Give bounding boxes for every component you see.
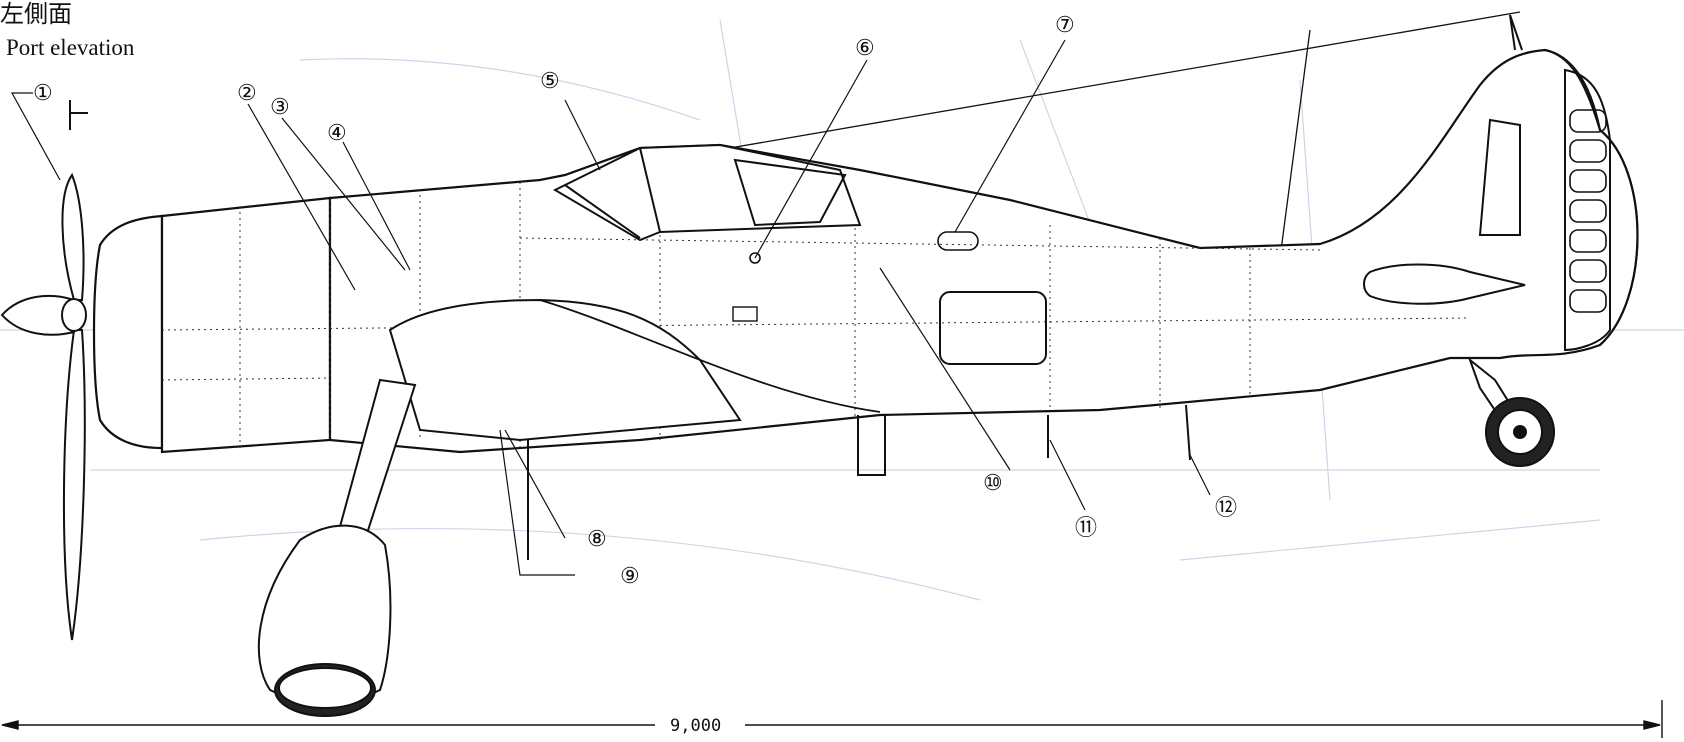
wing-root bbox=[388, 298, 742, 442]
callout-7: ⑦ bbox=[1055, 12, 1075, 37]
tail-wheel bbox=[1467, 357, 1555, 467]
callout-2: ② bbox=[237, 80, 257, 105]
engine-cowling bbox=[92, 196, 332, 454]
callout-11: ⑪ bbox=[1075, 515, 1097, 540]
callout-4: ④ bbox=[327, 120, 347, 145]
port-fitting bbox=[749, 252, 761, 264]
title-english: Port elevation bbox=[6, 35, 135, 60]
leader-lines bbox=[10, 39, 1211, 576]
propeller bbox=[0, 172, 87, 641]
callout-5: ⑤ bbox=[540, 68, 560, 93]
callout-10: ⑩ bbox=[983, 470, 1003, 495]
canopy bbox=[552, 143, 862, 242]
underside-probes bbox=[527, 404, 1191, 560]
main-landing-gear bbox=[257, 378, 417, 717]
dimension-line bbox=[1, 700, 1663, 738]
callout-labels: ① ② ③ ④ ⑤ ⑥ ⑦ ⑧ ⑨ ⑩ ⑪ ⑫ bbox=[33, 12, 1237, 588]
horizontal-stabilizer bbox=[1363, 263, 1526, 305]
callout-8: ⑧ bbox=[587, 526, 607, 551]
callout-9: ⑨ bbox=[620, 563, 640, 588]
callout-6: ⑥ bbox=[855, 35, 875, 60]
access-panel bbox=[732, 306, 758, 322]
small-hatch bbox=[937, 231, 979, 251]
callout-1: ① bbox=[33, 80, 53, 105]
antenna-wire bbox=[729, 11, 1521, 149]
title-japanese: 左側面 bbox=[0, 0, 72, 28]
overall-length-label: 9,000 bbox=[670, 716, 721, 736]
wing-leading-edge bbox=[539, 299, 881, 413]
callout-12: ⑫ bbox=[1215, 495, 1237, 520]
fuselage-hatch bbox=[939, 291, 1047, 365]
datum-cross bbox=[69, 100, 88, 130]
antenna-mast-lead bbox=[1279, 29, 1311, 259]
tail-fin bbox=[1478, 14, 1639, 352]
callout-3: ③ bbox=[270, 94, 290, 119]
